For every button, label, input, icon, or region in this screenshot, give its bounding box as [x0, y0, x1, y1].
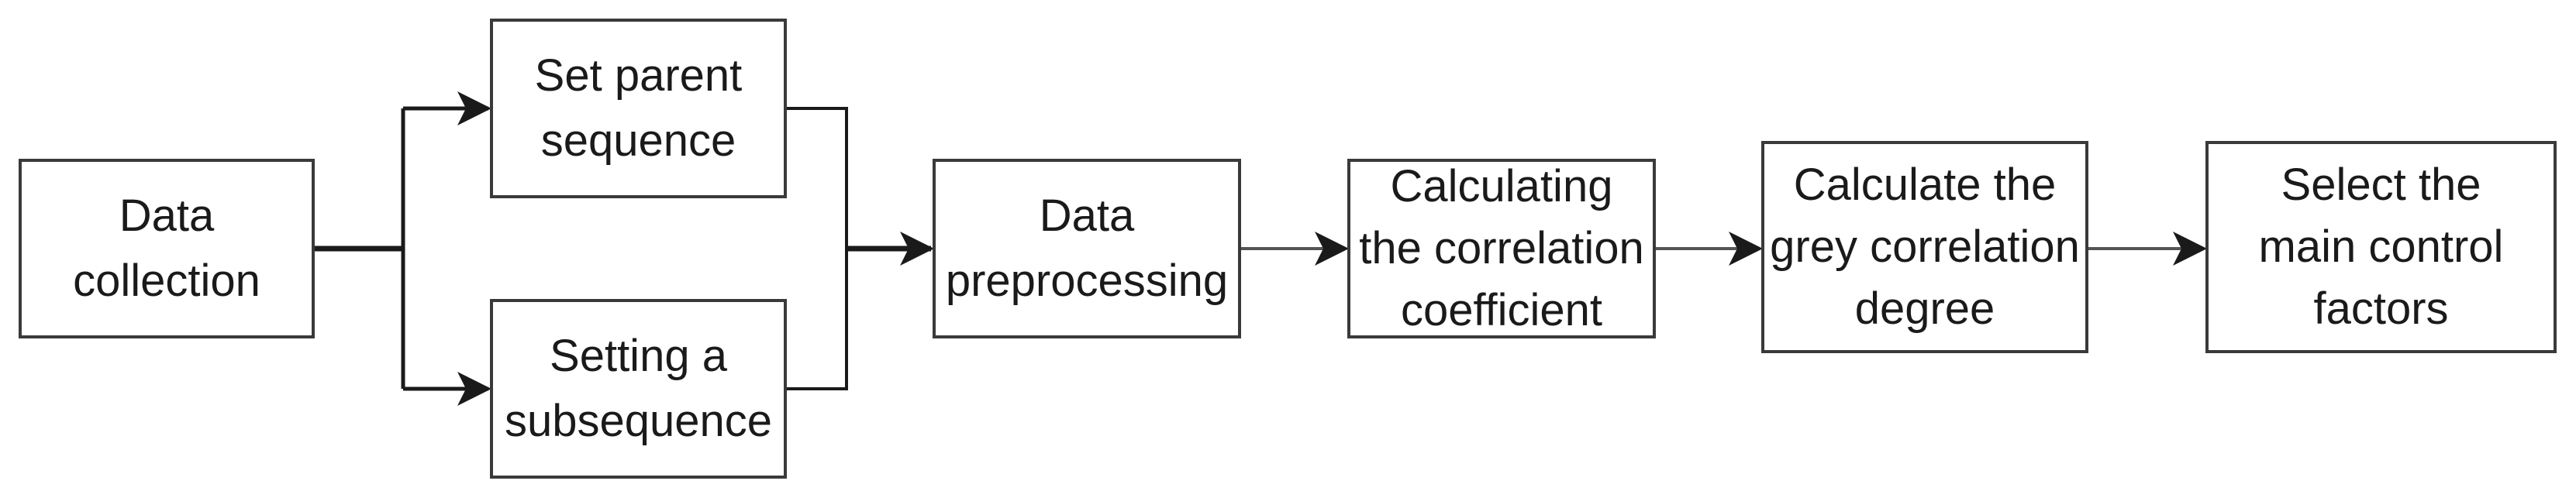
node-label: Set parent sequence — [534, 50, 743, 166]
node-setting-subsequence: Setting a subsequence — [490, 299, 787, 479]
node-grey-correlation-degree: Calculate the grey correlation degree — [1761, 141, 2088, 353]
node-set-parent-sequence: Set parent sequence — [490, 19, 787, 198]
node-label: Data collection — [73, 191, 260, 306]
node-data-preprocessing: Data preprocessing — [933, 159, 1241, 338]
node-data-collection: Data collection — [19, 159, 315, 338]
node-label: Setting a subsequence — [504, 331, 773, 446]
node-label: Data preprocessing — [945, 191, 1229, 306]
node-main-control-factors: Select the main control factors — [2205, 141, 2557, 353]
node-label: Calculating the correlation coefficient — [1359, 161, 1644, 335]
edge-parent-sequence-to-merge — [787, 107, 848, 249]
node-label: Calculate the grey correlation degree — [1770, 160, 2080, 334]
edge-subsequence-to-merge — [787, 249, 848, 390]
node-label: Select the main control factors — [2258, 160, 2504, 334]
node-correlation-coefficient: Calculating the correlation coefficient — [1347, 159, 1656, 338]
